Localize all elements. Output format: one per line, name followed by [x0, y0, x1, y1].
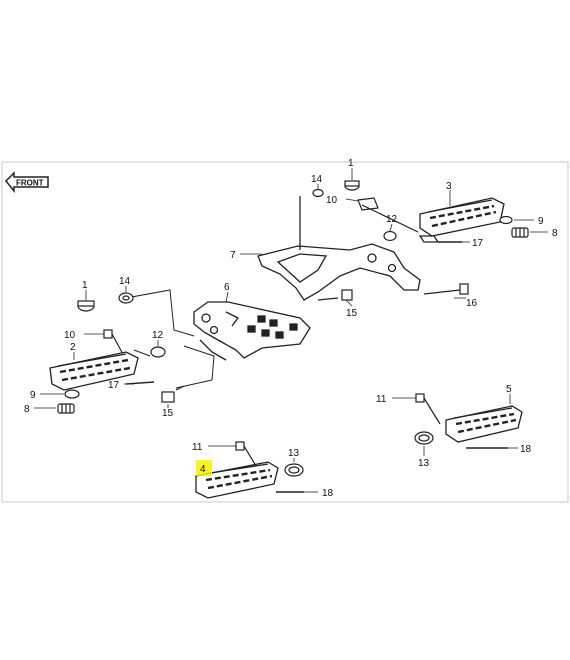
callout-4: 4 [200, 464, 206, 475]
callout-9-top: 9 [538, 216, 544, 227]
part-11-bolt-bottom [235, 441, 257, 467]
part-15-bolt-top [317, 289, 353, 301]
callout-13-right: 13 [418, 458, 430, 469]
callout-10-top: 10 [326, 195, 338, 206]
callout-12-top: 12 [386, 214, 398, 225]
callout-leaders [34, 168, 548, 493]
callout-11-right: 11 [376, 394, 387, 405]
callout-8-left: 8 [24, 404, 30, 415]
callout-labels: 1 14 10 3 12 9 8 7 17 16 15 1 14 6 10 12… [24, 158, 558, 499]
front-label: FRONT [16, 179, 44, 188]
part-16-bolt-top [423, 283, 469, 295]
footrest-2 [49, 351, 139, 391]
leader-connection-lines [125, 289, 215, 389]
callout-14-top: 14 [311, 174, 323, 185]
part-1-nut-top [344, 180, 360, 191]
diagram-border [1, 161, 569, 503]
part-9-washer-top [499, 215, 513, 225]
part-10-bolt-left [103, 329, 125, 357]
front-arrow-icon: FRONT [4, 171, 49, 194]
highlight-part-4 [196, 460, 212, 476]
bracket-6-shape [193, 301, 311, 361]
part-8-cap-top [511, 227, 529, 238]
callout-9-left: 9 [30, 390, 36, 401]
callout-2: 2 [70, 342, 76, 353]
callout-3: 3 [446, 181, 452, 192]
callout-13-bottom: 13 [288, 448, 300, 459]
callout-1-top: 1 [348, 158, 354, 169]
part-14-washer-left [118, 292, 134, 304]
part-8-cap-left [57, 403, 75, 414]
part-12-washer-left [150, 346, 166, 358]
callout-17-top: 17 [472, 238, 484, 249]
footrest-3 [418, 197, 505, 243]
part-12-washer-top [383, 230, 397, 242]
part-10-bolt-top [357, 197, 419, 233]
callout-8-top: 8 [552, 228, 558, 239]
part-11-bolt-right [415, 393, 441, 425]
callout-18-bottom: 18 [322, 488, 334, 499]
callout-6: 6 [224, 282, 230, 293]
callout-15-left: 15 [162, 408, 174, 419]
part-15-bolt-left [161, 385, 185, 403]
callout-12-left: 12 [152, 330, 164, 341]
callout-15-top: 15 [346, 308, 358, 319]
callout-16-top: 16 [466, 298, 478, 309]
callout-7: 7 [230, 250, 236, 261]
part-13-washer-bottom [284, 463, 304, 477]
part-14-washer-top [312, 188, 324, 198]
callout-11-bottom: 11 [192, 442, 203, 453]
callout-17-left: 17 [108, 380, 120, 391]
footrest-5 [445, 405, 523, 443]
part-9-washer-left [64, 389, 80, 399]
callout-18-right: 18 [520, 444, 532, 455]
callout-14-left: 14 [119, 276, 131, 287]
callout-1-left: 1 [82, 280, 88, 291]
bracket-7-shape [257, 196, 421, 301]
callout-10-left: 10 [64, 330, 76, 341]
part-1-nut-left [77, 300, 95, 312]
callout-5: 5 [506, 384, 512, 395]
footrest-4 [195, 461, 279, 499]
part-13-washer-right [414, 431, 434, 445]
